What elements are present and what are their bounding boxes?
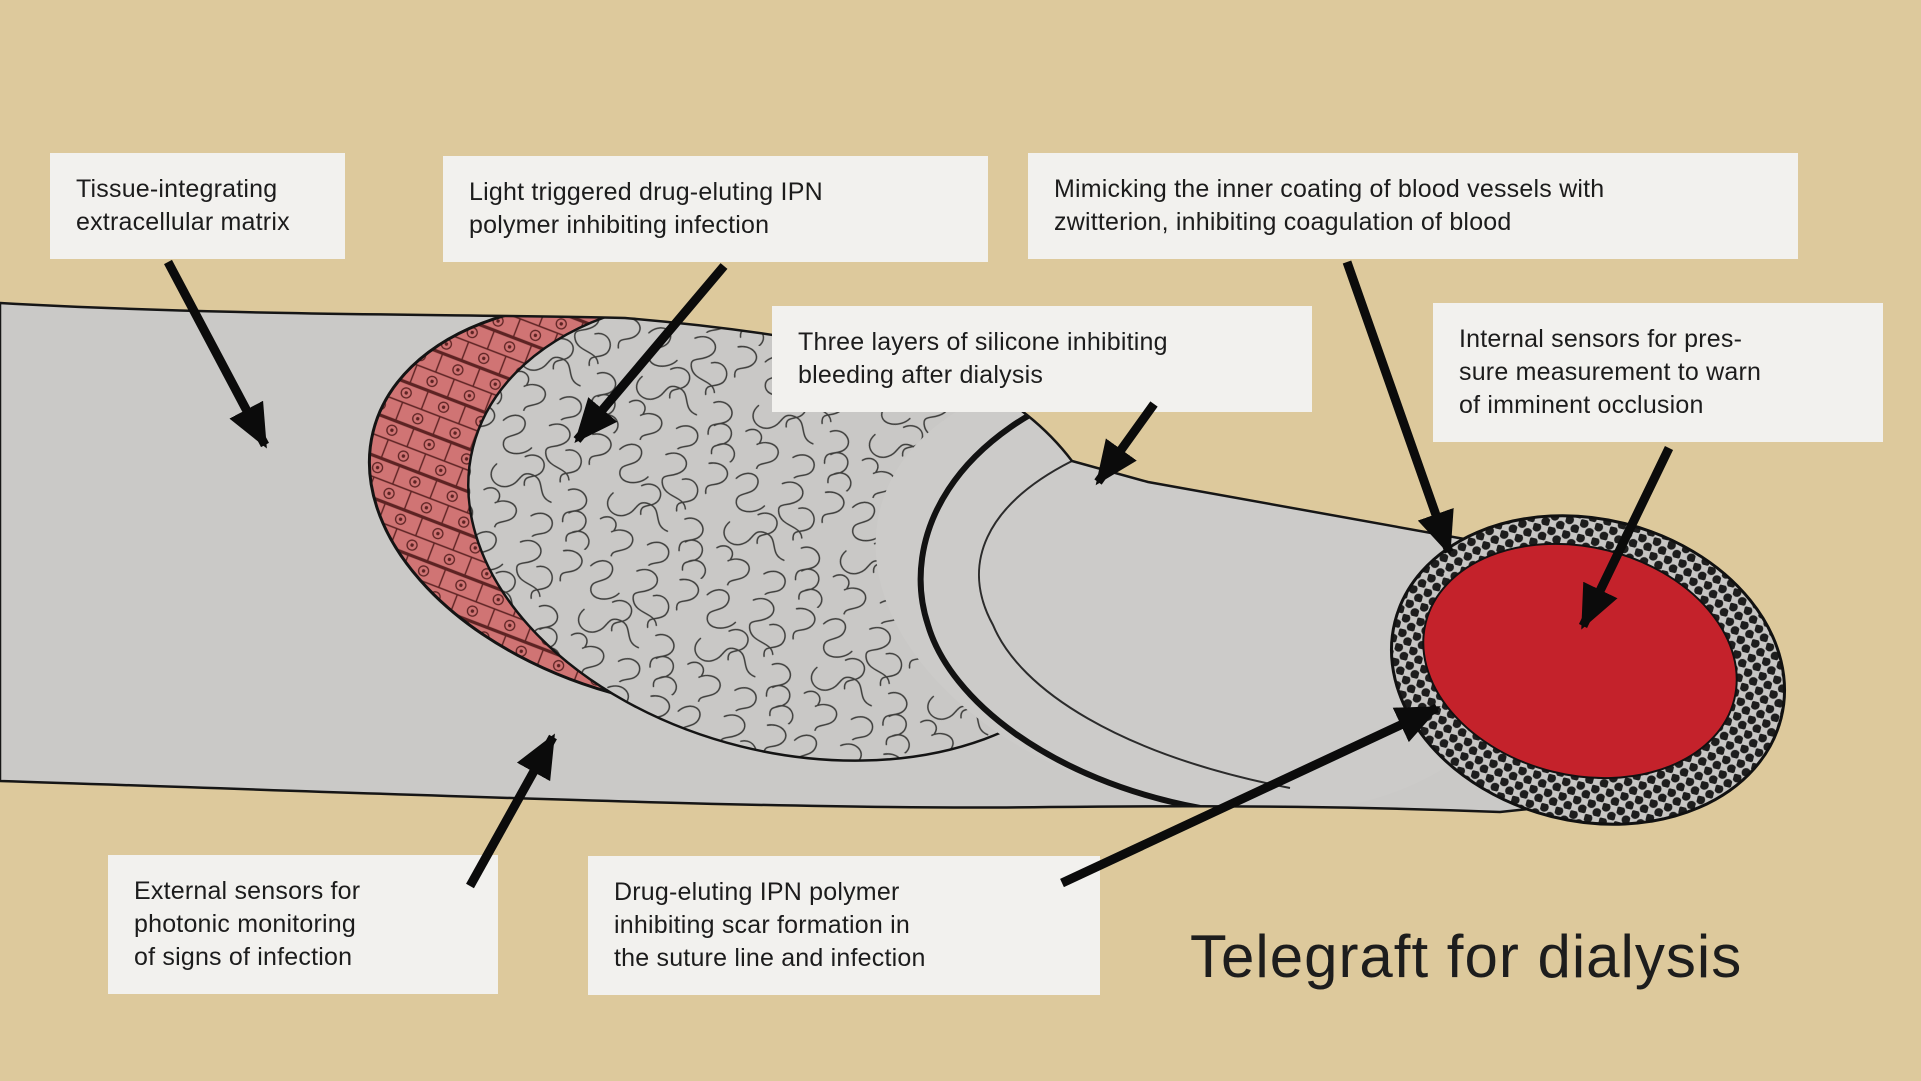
label-zwitterion-coating: Mimicking the inner coating of blood ves… — [1028, 153, 1798, 259]
label-line: of signs of infection — [134, 943, 353, 971]
label-external-sensors: External sensors for photonic monitoring… — [108, 855, 498, 994]
label-line: the suture line and infection — [614, 944, 926, 972]
label-line: polymer inhibiting infection — [469, 211, 770, 239]
label-line: extracellular matrix — [76, 208, 290, 236]
label-tissue-matrix: Tissue-integrating extracellular matrix — [50, 153, 345, 259]
label-line: inhibiting scar formation in — [614, 911, 911, 939]
figure-title: Telegraft for dialysis — [1190, 923, 1743, 990]
label-line: Drug-eluting IPN polymer — [614, 878, 900, 906]
label-silicone-layers: Three layers of silicone inhibiting blee… — [772, 306, 1312, 412]
label-line: Tissue-integrating — [76, 175, 278, 203]
label-line: photonic monitoring — [134, 910, 356, 938]
label-line: Internal sensors for pres- — [1459, 325, 1743, 353]
label-line: sure measurement to warn — [1459, 358, 1762, 386]
label-line: zwitterion, inhibiting coagulation of bl… — [1054, 208, 1512, 236]
label-line: Light triggered drug-eluting IPN — [469, 178, 823, 206]
label-line: Mimicking the inner coating of blood ves… — [1054, 175, 1605, 203]
label-line: External sensors for — [134, 877, 361, 905]
label-line: bleeding after dialysis — [798, 361, 1044, 389]
label-line: of imminent occlusion — [1459, 391, 1704, 419]
label-light-triggered-ipn: Light triggered drug-eluting IPN polymer… — [443, 156, 988, 262]
label-internal-sensors: Internal sensors for pres- sure measurem… — [1433, 303, 1883, 442]
label-drug-eluting-ipn: Drug-eluting IPN polymer inhibiting scar… — [588, 856, 1100, 995]
label-line: Three layers of silicone inhibiting — [798, 328, 1168, 356]
